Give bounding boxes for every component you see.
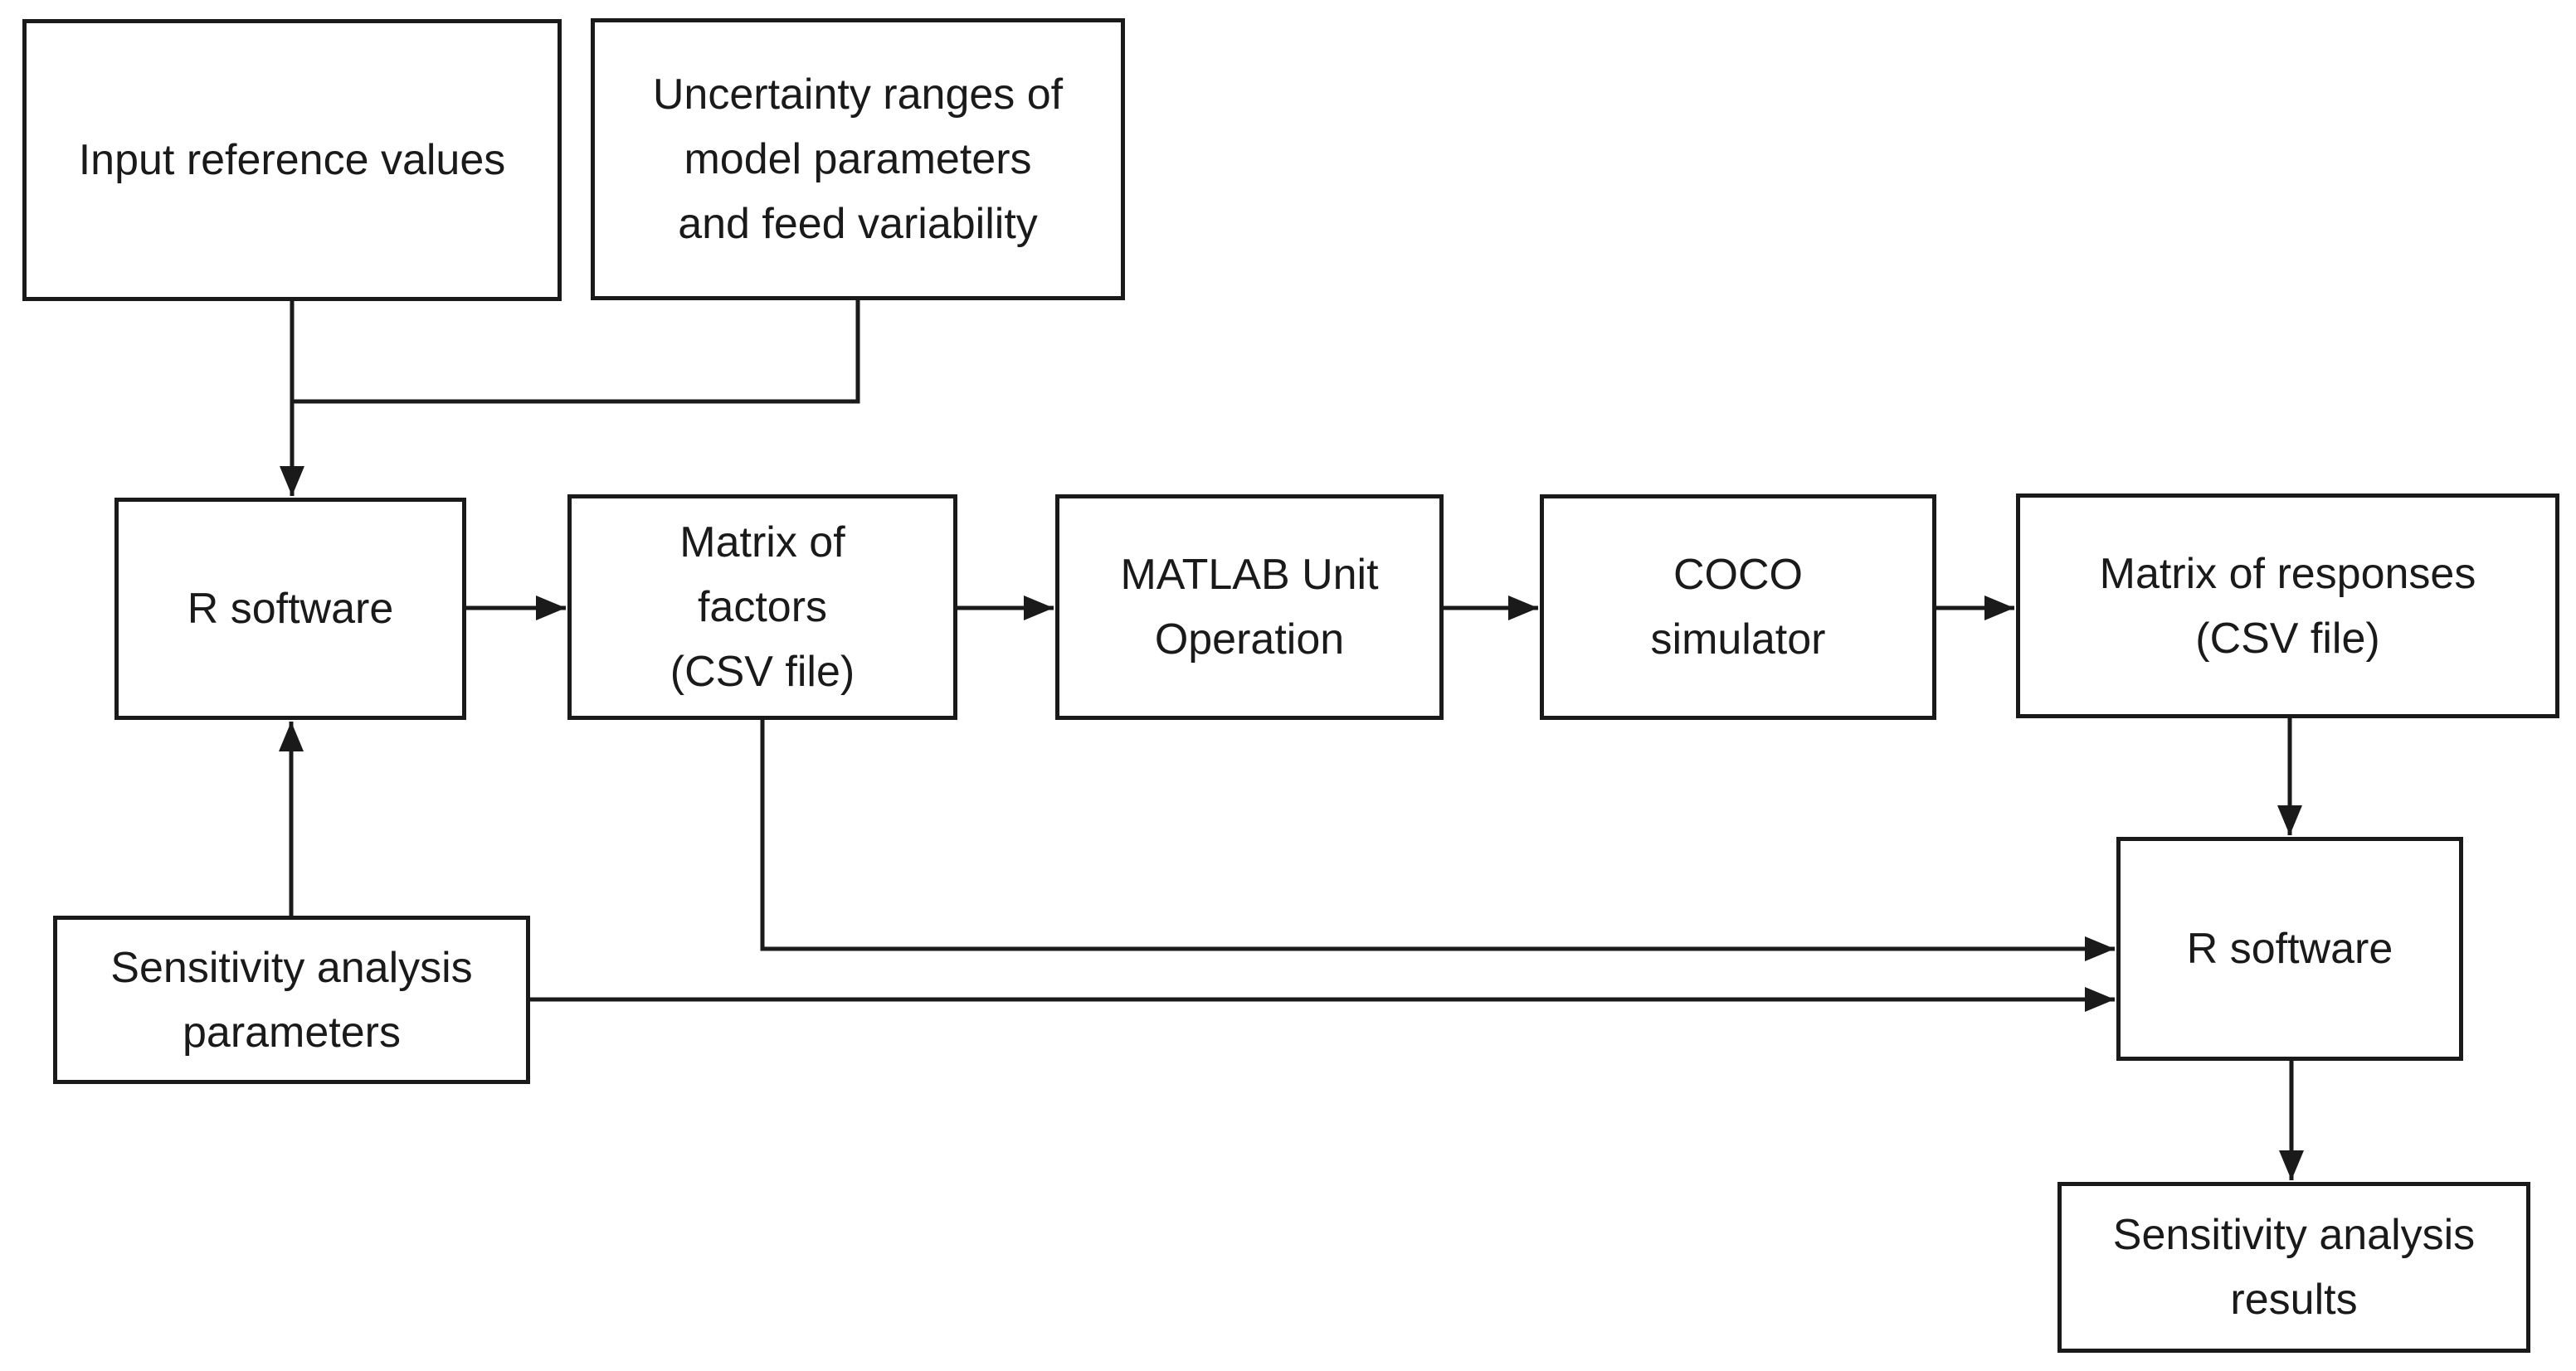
node-label: R software: [187, 585, 394, 633]
node-label: Uncertainty ranges of model parameters a…: [652, 70, 1064, 248]
node-matrix-of-responses: Matrix of responses (CSV file): [2016, 493, 2559, 718]
node-input-reference-values: Input reference values: [22, 19, 562, 301]
node-label: Matrix of factors (CSV file): [670, 518, 855, 696]
node-label: MATLAB Unit Operation: [1120, 551, 1379, 664]
node-coco-simulator: COCO simulator: [1540, 494, 1936, 720]
node-label: R software: [2186, 925, 2393, 973]
arrow-matrix-factors-to-r-software-2: [760, 720, 2115, 961]
node-matrix-of-factors: Matrix of factors (CSV file): [567, 494, 957, 720]
node-label: Sensitivity analysis results: [2112, 1211, 2476, 1324]
node-sensitivity-analysis-parameters: Sensitivity analysis parameters: [53, 916, 530, 1084]
node-label: Matrix of responses (CSV file): [2099, 549, 2476, 663]
node-r-software-1: R software: [114, 498, 466, 720]
node-matlab-unit-operation: MATLAB Unit Operation: [1055, 494, 1444, 720]
node-label: COCO simulator: [1650, 551, 1826, 664]
node-label: Input reference values: [78, 136, 506, 184]
node-sensitivity-analysis-results: Sensitivity analysis results: [2057, 1182, 2530, 1353]
node-label: Sensitivity analysis parameters: [110, 943, 473, 1057]
connector-uncertainty-merge: [292, 300, 860, 404]
node-r-software-2: R software: [2116, 837, 2463, 1061]
node-uncertainty-ranges: Uncertainty ranges of model parameters a…: [591, 18, 1125, 300]
